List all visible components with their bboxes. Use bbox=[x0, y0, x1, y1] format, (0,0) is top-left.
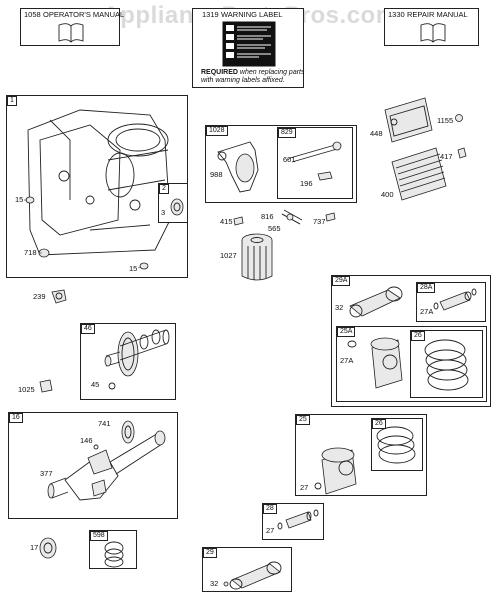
book-icon bbox=[420, 23, 446, 43]
part-27a-label[interactable]: 27A bbox=[420, 307, 434, 316]
book-icon bbox=[58, 23, 84, 43]
group-598-tag: 598 bbox=[90, 531, 108, 541]
part-146-label[interactable]: 146 bbox=[80, 436, 93, 445]
part-448-label[interactable]: 448 bbox=[370, 129, 383, 138]
part-27-label[interactable]: 27 bbox=[300, 483, 309, 492]
part-15-label[interactable]: 15 bbox=[15, 195, 24, 204]
part-27a-label[interactable]: 27A bbox=[340, 356, 354, 365]
group-16-crankshaft-box[interactable] bbox=[8, 412, 178, 519]
part-565-label[interactable]: 565 bbox=[268, 224, 281, 233]
part-32-label[interactable]: 32 bbox=[210, 579, 219, 588]
part-15-label[interactable]: 15 bbox=[129, 264, 138, 273]
operators-manual-number: 1058 bbox=[24, 10, 41, 19]
group-16-tag: 16 bbox=[9, 413, 23, 423]
part-239-label[interactable]: 239 bbox=[33, 292, 46, 301]
part-400-label[interactable]: 400 bbox=[381, 190, 394, 199]
group-28a-tag: 28A bbox=[417, 283, 436, 293]
part-988-label[interactable]: 988 bbox=[210, 170, 223, 179]
group-829-tag: 829 bbox=[278, 128, 296, 138]
warning-required-note: REQUIRED when replacing parts bbox=[201, 69, 305, 76]
group-829-box[interactable] bbox=[277, 127, 353, 199]
group-28-pin-box[interactable] bbox=[262, 503, 324, 540]
part-196-label[interactable]: 196 bbox=[300, 179, 313, 188]
part-601-label[interactable]: 601 bbox=[283, 155, 296, 164]
group-46-tag: 46 bbox=[81, 324, 95, 334]
group-26-tag: 26 bbox=[372, 419, 386, 429]
part-816-label[interactable]: 816 bbox=[261, 212, 274, 221]
group-1-tag: 1 bbox=[7, 96, 17, 106]
part-45-label[interactable]: 45 bbox=[91, 380, 100, 389]
group-25-tag: 25 bbox=[296, 415, 310, 425]
repair-manual-number: 1330 bbox=[388, 10, 405, 19]
part-718-label[interactable]: 718 bbox=[24, 248, 37, 257]
group-28-tag: 28 bbox=[263, 504, 277, 514]
part-32-label[interactable]: 32 bbox=[335, 303, 344, 312]
warning-label-card[interactable]: 1319 WARNING LABEL REQUIRED when replaci… bbox=[192, 8, 305, 88]
part-737-label[interactable]: 737 bbox=[313, 217, 326, 226]
part-1155-label[interactable]: 1155 bbox=[437, 116, 454, 125]
operators-manual-title: OPERATOR'S MANUAL bbox=[43, 10, 125, 19]
part-1027-label[interactable]: 1027 bbox=[220, 251, 237, 260]
group-2-tag: 2 bbox=[159, 184, 169, 194]
part-741-label[interactable]: 741 bbox=[98, 419, 111, 428]
operators-manual-card[interactable]: 1058 OPERATOR'S MANUAL bbox=[20, 8, 124, 46]
warning-sticker-icon bbox=[222, 21, 276, 67]
part-17-label[interactable]: 17 bbox=[30, 543, 39, 552]
part-377-label[interactable]: 377 bbox=[40, 469, 53, 478]
warning-label-number: 1319 bbox=[202, 10, 219, 19]
warning-required-note-line2: with warning labels affixed. bbox=[201, 77, 285, 84]
part-3-label[interactable]: 3 bbox=[161, 208, 166, 217]
group-29a-tag: 29A bbox=[332, 276, 351, 286]
group-29-tag: 29 bbox=[203, 548, 217, 558]
part-415-label[interactable]: 415 bbox=[220, 217, 233, 226]
part-417-label[interactable]: 417 bbox=[440, 152, 453, 161]
part-1025-label[interactable]: 1025 bbox=[18, 385, 35, 394]
warning-label-title: WARNING LABEL bbox=[221, 10, 283, 19]
group-25a-tag: 25A bbox=[337, 327, 356, 337]
repair-manual-card[interactable]: 1330 REPAIR MANUAL bbox=[384, 8, 479, 46]
group-1028-tag: 1028 bbox=[206, 126, 228, 136]
part-27-label[interactable]: 27 bbox=[266, 526, 275, 535]
group-26-tag: 26 bbox=[411, 331, 425, 341]
repair-manual-title: REPAIR MANUAL bbox=[407, 10, 468, 19]
